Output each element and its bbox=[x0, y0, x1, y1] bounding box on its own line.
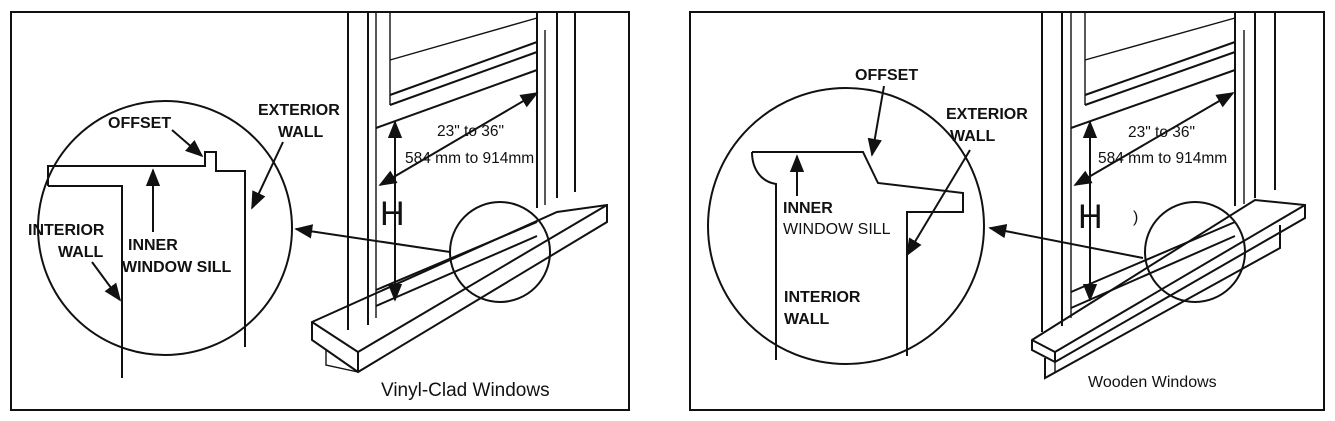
left-offset-label: OFFSET bbox=[108, 115, 171, 132]
right-callout-arrow bbox=[988, 224, 1144, 259]
svg-text:): ) bbox=[1133, 209, 1138, 226]
left-inner-label-1: INNER bbox=[128, 237, 178, 254]
left-exterior-label-1: EXTERIOR bbox=[258, 102, 340, 119]
left-dim-mm: 584 mm to 914mm bbox=[405, 150, 534, 167]
right-exterior-label-1: EXTERIOR bbox=[946, 106, 1028, 123]
left-dim-inches: 23" to 36" bbox=[437, 123, 504, 140]
right-dim-mm: 584 mm to 914mm bbox=[1098, 150, 1227, 167]
left-width-arrow bbox=[378, 92, 539, 186]
right-sill-highlight-circle bbox=[1144, 201, 1246, 303]
vinyl-window-illustration bbox=[311, 12, 608, 374]
left-callout-arrow bbox=[294, 224, 451, 253]
right-height-label: H bbox=[1078, 198, 1103, 236]
right-panel-frame bbox=[689, 11, 1325, 411]
right-sill-profile bbox=[752, 151, 964, 356]
right-interior-label-1: INTERIOR bbox=[784, 289, 861, 306]
right-offset-label: OFFSET bbox=[855, 67, 918, 84]
right-inner-label-1: INNER bbox=[783, 200, 833, 217]
wooden-window-illustration bbox=[1031, 12, 1306, 380]
right-exterior-label-2: WALL bbox=[950, 128, 996, 145]
right-panel-wooden: H ) 23" to 36" 584 mm to 914mm OFFSET EX… bbox=[689, 11, 1325, 411]
left-exterior-label-2: WALL bbox=[278, 124, 324, 141]
right-inner-label-2: WINDOW SILL bbox=[783, 221, 891, 238]
left-interior-label-1: INTERIOR bbox=[28, 222, 105, 239]
left-inner-label-2: WINDOW SILL bbox=[122, 259, 232, 276]
left-height-label: H bbox=[380, 195, 405, 233]
left-interior-label-2: WALL bbox=[58, 244, 104, 261]
right-dim-inches: 23" to 36" bbox=[1128, 124, 1195, 141]
left-panel-vinyl: H 23" to 36" 584 mm to 914mm OFFSET EXTE… bbox=[10, 11, 630, 411]
left-panel-frame bbox=[10, 11, 630, 411]
left-detail-circle bbox=[37, 100, 293, 356]
right-caption: Wooden Windows bbox=[1088, 374, 1217, 391]
right-interior-label-2: WALL bbox=[784, 311, 830, 328]
right-width-arrow bbox=[1073, 92, 1235, 186]
left-sill-profile bbox=[47, 151, 246, 347]
left-caption: Vinyl-Clad Windows bbox=[381, 380, 550, 401]
